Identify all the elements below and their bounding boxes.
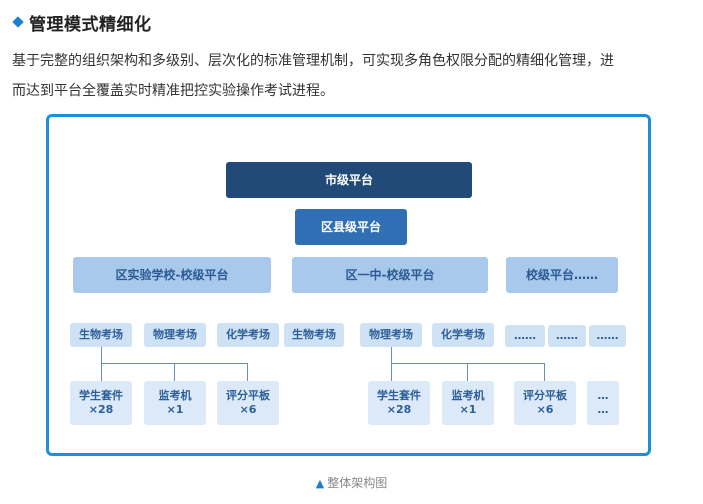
node-label: 区一中-校级平台 [345,267,435,282]
exam-room-node: 生物考场 [284,323,344,347]
node-label: 化学考场 [226,328,270,342]
connector-line [467,363,468,381]
device-node: 评分平板 ×6 [217,381,279,425]
device-name: 评分平板 [523,389,567,403]
exam-room-node: 化学考场 [217,323,279,347]
school-platform-node-2: 区一中-校级平台 [292,257,488,293]
school-platform-node-3: 校级平台…… [506,257,618,293]
node-label: 区实验学校-校级平台 [115,267,229,282]
figure-caption: ▲整体架构图 [0,474,703,491]
triangle-up-icon: ▲ [315,477,325,490]
exam-room-node: 生物考场 [70,323,132,347]
node-label: 校级平台…… [525,267,598,282]
node-label: …… [556,329,578,343]
connector-line [174,363,175,381]
device-name: 评分平板 [226,389,270,403]
device-count: ×28 [88,403,114,416]
paragraph-line-1: 基于完整的组织架构和多级别、层次化的标准管理机制，可实现多角色权限分配的精细化管… [12,53,614,69]
device-node: 监考机 ×1 [144,381,206,425]
device-count: ×1 [166,403,184,416]
node-label: 区县级平台 [320,219,381,234]
description-paragraph: 基于完整的组织架构和多级别、层次化的标准管理机制，可实现多角色权限分配的精细化管… [12,46,694,106]
device-node: 监考机 ×1 [442,381,494,425]
device-count: ×6 [536,403,554,416]
city-platform-node: 市级平台 [226,162,472,198]
device-name: 学生套件 [79,389,123,403]
device-count: ×6 [239,403,257,416]
diamond-bullet-icon [12,16,24,28]
node-label: …… [514,329,536,343]
device-node: 评分平板 ×6 [514,381,576,425]
exam-room-node: 物理考场 [144,323,206,347]
device-node: 学生套件 ×28 [368,381,430,425]
architecture-diagram: 市级平台 区县级平台 区实验学校-校级平台 区一中-校级平台 校级平台…… 生物… [46,114,651,456]
connector-line [101,363,102,381]
device-name: 监考机 [158,389,192,403]
connector-line [391,363,392,381]
ellipsis-node: …… [589,325,626,347]
device-name: 学生套件 [377,389,421,403]
ellipsis-node: …… [505,325,545,347]
device-name: 监考机 [451,389,485,403]
connector-line [391,347,392,363]
device-count: ×1 [459,403,477,416]
exam-room-node: 物理考场 [360,323,422,347]
device-count: … [597,403,609,416]
connector-line [544,363,545,381]
node-label: 物理考场 [153,328,197,342]
section-heading: 管理模式精细化 [12,10,152,35]
node-label: 生物考场 [79,328,123,342]
device-count: ×28 [386,403,412,416]
ellipsis-device-node: … … [587,381,619,425]
node-label: 生物考场 [292,328,336,342]
heading-title: 管理模式精细化 [29,14,152,35]
connector-line [101,347,102,363]
school-platform-node-1: 区实验学校-校级平台 [73,257,271,293]
connector-line [247,363,248,381]
node-label: 市级平台 [324,172,373,187]
caption-text: 整体架构图 [327,476,388,490]
device-name: … [597,389,609,403]
connector-line [391,363,545,364]
node-label: 化学考场 [441,328,485,342]
ellipsis-node: …… [548,325,586,347]
paragraph-line-2: 而达到平台全覆盖实时精准把控实验操作考试进程。 [12,83,334,99]
district-platform-node: 区县级平台 [295,209,407,245]
node-label: …… [596,329,619,343]
device-node: 学生套件 ×28 [70,381,132,425]
node-label: 物理考场 [369,328,413,342]
exam-room-node: 化学考场 [432,323,494,347]
